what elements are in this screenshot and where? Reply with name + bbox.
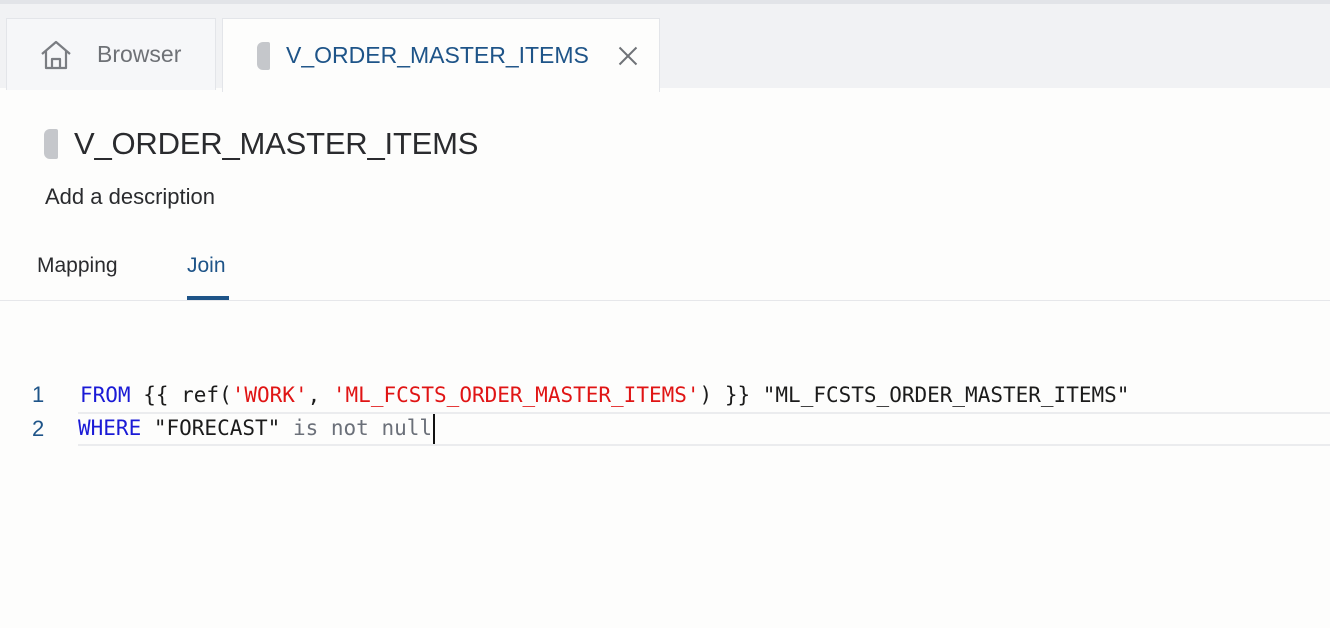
- code-token: {{ ref(: [130, 383, 232, 407]
- tab-browser-label: Browser: [97, 41, 182, 67]
- line-number: 1: [32, 382, 45, 407]
- tab-active-label: V_ORDER_MASTER_ITEMS: [286, 42, 589, 68]
- string-literal: 'ML_FCSTS_ORDER_MASTER_ITEMS': [332, 383, 700, 407]
- tab-join[interactable]: Join: [187, 254, 226, 277]
- code-token: ,: [307, 383, 333, 407]
- text-cursor: [433, 414, 436, 444]
- tab-mapping[interactable]: Mapping: [37, 254, 118, 277]
- subtab-bar: Mapping Join: [0, 250, 1330, 301]
- active-tab-indicator: [187, 296, 229, 300]
- code-token: is not null: [292, 416, 433, 440]
- string-literal: 'WORK': [231, 383, 308, 407]
- code-line-active[interactable]: 2 WHERE "FORECAST" is not null: [32, 412, 1330, 446]
- tab-browser[interactable]: Browser: [6, 18, 216, 90]
- close-icon[interactable]: [617, 45, 639, 67]
- code-line[interactable]: 1 FROM {{ ref('WORK', 'ML_FCSTS_ORDER_MA…: [0, 378, 1330, 412]
- home-icon: [41, 40, 71, 69]
- view-object-icon: [44, 129, 58, 159]
- page-title-text: V_ORDER_MASTER_ITEMS: [74, 126, 479, 161]
- code-token: ) }} "ML_FCSTS_ORDER_MASTER_ITEMS": [699, 383, 1130, 407]
- tab-strip: Browser V_ORDER_MASTER_ITEMS: [0, 0, 1330, 92]
- sql-keyword: WHERE: [78, 416, 142, 440]
- view-object-icon: [257, 41, 270, 70]
- code-text: FROM {{ ref('WORK', 'ML_FCSTS_ORDER_MAST…: [80, 383, 1129, 407]
- description-field[interactable]: Add a description: [45, 184, 215, 209]
- tab-v-order-master-items[interactable]: V_ORDER_MASTER_ITEMS: [222, 18, 660, 92]
- sql-editor[interactable]: 1 FROM {{ ref('WORK', 'ML_FCSTS_ORDER_MA…: [0, 372, 1330, 452]
- code-text: WHERE "FORECAST" is not null: [78, 414, 436, 444]
- page-title: V_ORDER_MASTER_ITEMS: [44, 126, 478, 162]
- sql-keyword: FROM: [80, 383, 131, 407]
- line-number: 2: [32, 416, 45, 441]
- code-token: "FORECAST": [141, 416, 293, 440]
